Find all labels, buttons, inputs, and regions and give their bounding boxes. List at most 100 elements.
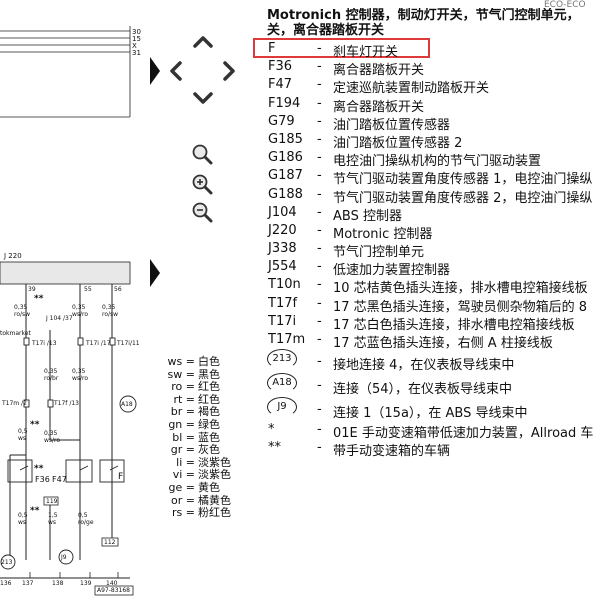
wire-size-label: 0,35 [72,304,86,311]
legend-item: J220-Motronic 控制器 [267,222,602,242]
chevron-down-icon[interactable] [190,88,216,108]
legend-row: vi = 淡紫色 [165,469,231,482]
legend-code: rt = [173,392,195,406]
item-description: 节气门驱动装置角度传感器 2，电控油门操纵 [333,190,593,206]
legend-row: or = 橘黄色 [165,493,231,508]
item-dash: - [317,204,322,220]
legend-code: ge = [168,480,195,494]
item-dash: - [317,259,322,275]
wire-color-label: ws [48,519,57,526]
connector-label: J 104 /37 [46,315,73,322]
legend-item: J338-节气门控制单元 [267,240,602,261]
wire-size-label: 1,5 [48,512,58,519]
legend-item: G187-节气门驱动装置角度传感器 1，电控油门操纵 [267,167,602,188]
tokmarket-label: tokmarket [0,330,31,337]
item-description: 接地连接 4，在仪表板导线束中 [333,358,515,374]
item-code: ** [268,440,281,456]
legend-row: sw = 黑色 [165,367,231,382]
wire-size-label: 0,35 [14,304,28,311]
item-dash: - [317,168,322,184]
footer-number: 140 [106,580,118,587]
note-mark: ** [34,294,44,304]
ground-symbol-icon: 213 [267,349,297,370]
item-dash: - [317,354,322,370]
legend-row: bl = 蓝色 [165,431,231,445]
item-description: 节气门控制单元 [333,245,425,261]
item-dash: - [317,277,322,293]
legend-item: *-01E 手动变速箱带低速加力装置，Allroad 车 [267,421,602,442]
item-code: G185 [268,131,303,147]
wire-color-label: ws [18,435,27,442]
item-description: ABS 控制器 [333,208,402,224]
legend-item: G79-油门踏板位置传感器 [267,113,602,133]
chevron-left-icon[interactable] [166,58,186,84]
item-dash: - [317,41,322,56]
item-description: 17 芯蓝色插头连接，右侧 A 柱接线板 [333,336,553,351]
legend-color-name: 粉红色 [198,506,231,520]
item-code: G188 [268,186,303,202]
wire-color-label: ws/ro [72,375,89,382]
chevron-right-icon[interactable] [219,58,239,84]
legend-color-name: 黄色 [198,480,220,494]
legend-row: ro = 红色 [165,381,231,394]
item-dash: - [317,95,322,111]
component-label: F47 [52,475,67,484]
wire-size-label: 0,5 [78,512,88,519]
item-dash: - [317,222,322,238]
bus-label: X [132,42,137,50]
legend-item: F47-定速巡航装置制动踏板开关 [267,76,602,97]
item-dash: - [317,440,322,456]
item-code: G79 [268,113,295,129]
chevron-up-icon[interactable] [190,32,216,52]
item-code: F47 [268,77,293,93]
item-dash: - [317,378,322,394]
wire-size-label: 0,5 [18,512,28,519]
legend-color-name: 红色 [198,392,220,406]
legend-code: sw = [167,367,195,381]
legend-color-name: 红色 [198,380,220,394]
legend-color-name: 淡紫色 [198,468,231,482]
wire-size-label: 0,35 [44,368,58,375]
legend-code: ws = [167,355,195,368]
footer-number: 138 [52,580,64,587]
item-description: 01E 手动变速箱带低速加力装置，Allroad 车 [333,426,594,442]
wiring-diagram-lines [0,26,137,596]
legend-color-name: 灰色 [198,443,220,457]
item-description: 定速巡航装置制动踏板开关 [333,81,490,97]
wire-size-label: 0,5 [18,428,28,435]
legend-color-name: 橘黄色 [198,493,231,507]
next-page-arrow-icon[interactable] [150,57,160,85]
component-label: F36 [35,475,50,484]
ground-symbol-icon: J9 [267,397,297,418]
highlight-box [253,38,430,58]
item-dash: - [317,295,322,311]
component-label: F [118,472,124,482]
legend-item: T10n-10 芯桔黄色插头连接，排水槽电控箱接线板 [267,276,602,296]
zoom-in-icon[interactable] [190,172,214,196]
page-title: Motronich 控制器，制动灯开关，节气门控制单元， 关，离合器踏板开关 [267,8,602,38]
item-code: G187 [268,168,303,184]
connector-label: T17i /17 [86,340,111,347]
item-dash: - [317,131,322,147]
legend-code: gr = [170,443,195,457]
next-page-arrow-icon[interactable] [150,259,160,287]
zoom-out-icon[interactable] [190,200,214,224]
legend-color-name: 白色 [198,355,220,368]
footer-number: 139 [80,580,92,587]
zoom-icon[interactable] [190,142,214,166]
item-dash: - [317,422,322,438]
item-description: 刹车灯开关 [333,45,399,60]
item-code: J104 [268,204,297,220]
item-code: J338 [268,241,297,257]
connector-label: T17m /2 [2,400,27,407]
wire-size-label: 0,35 [72,368,86,375]
item-description: 节气门驱动装置角度传感器 1，电控油门操纵 [333,172,593,188]
legend-color-name: 淡紫色 [198,455,231,469]
legend-row: ge = 黄色 [165,480,231,495]
ground-label: J9 [61,554,67,561]
legend-row: rs = 粉红色 [165,507,231,520]
j220-label: J 220 [4,252,22,260]
item-description: 连接（54），在仪表板导线束中 [333,382,513,398]
pin-label: 39 [28,286,36,293]
item-description: Motronic 控制器 [333,226,433,242]
